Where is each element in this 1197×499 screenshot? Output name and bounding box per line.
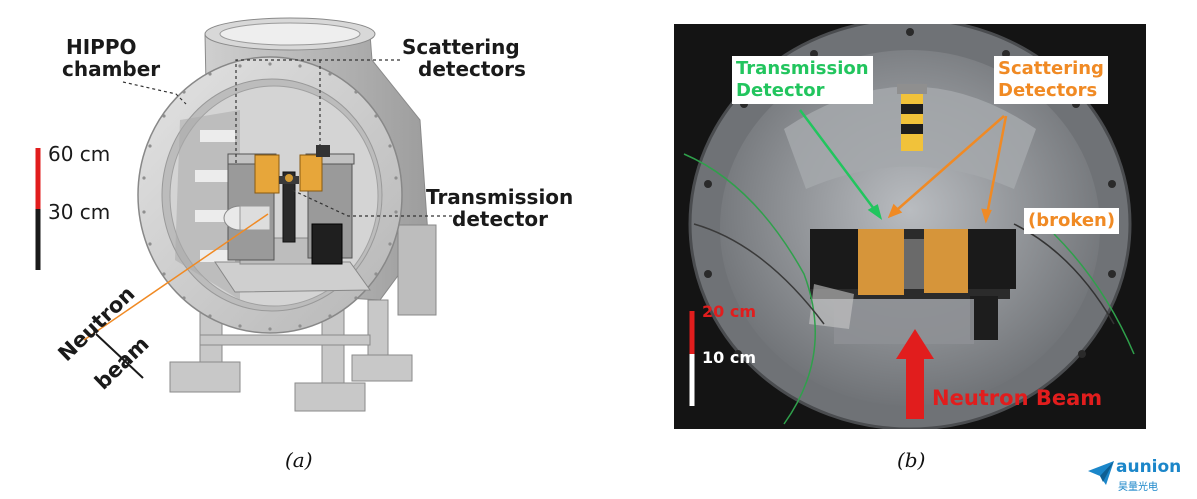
broken-label: (broken) <box>1024 208 1120 234</box>
scale-label-10: 10 cm <box>702 348 756 367</box>
photo-right-detector <box>924 229 968 293</box>
transmission-detector-label-b: Transmission Detector <box>732 56 873 104</box>
caption-a: (a) <box>285 448 313 472</box>
scale-label-20: 20 cm <box>702 302 756 321</box>
stand <box>169 299 413 412</box>
paper-plane-icon <box>1088 461 1114 485</box>
transmission-detector-body <box>282 171 296 243</box>
aunion-logo: aunion 昊量光电 <box>1088 455 1193 497</box>
caption-b: (b) <box>897 448 926 472</box>
scattering-detectors-label-b: Scattering Detectors <box>994 56 1108 104</box>
scale-label-60: 60 cm <box>48 142 111 166</box>
transmission-detector-label-a: Transmission detector <box>426 185 574 231</box>
neutron-beam-label-b: Neutron Beam <box>932 386 1103 410</box>
scale-label-30: 30 cm <box>48 200 111 224</box>
hippo-chamber-label: HIPPO chamber <box>62 35 161 81</box>
top-detector <box>901 89 923 151</box>
logo-name: aunion <box>1116 457 1182 477</box>
right-scattering-detector <box>299 154 323 192</box>
transmission-arrow <box>798 109 883 221</box>
scattering-arrows <box>887 115 1008 224</box>
logo-subtitle: 昊量光电 <box>1118 482 1158 493</box>
scattering-detectors-label-a: Scattering detectors <box>402 35 526 81</box>
panel-b-photo: Transmission Detector Scattering Detecto… <box>674 24 1146 429</box>
photo-left-detector <box>858 229 904 295</box>
panel-a: HIPPO chamber Scattering detectors Trans… <box>35 17 574 472</box>
hippo-apparatus-render <box>35 17 452 412</box>
left-scattering-detector <box>254 154 280 194</box>
neutron-beam-arrow <box>896 329 934 419</box>
